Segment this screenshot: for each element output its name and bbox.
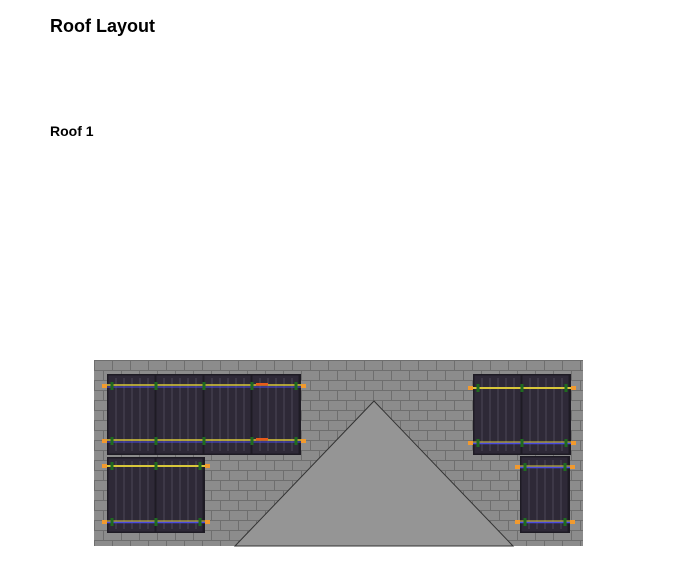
rail-end-cap xyxy=(515,465,520,469)
mounting-rail xyxy=(102,437,306,445)
mid-clamp xyxy=(520,439,524,447)
mid-clamp xyxy=(110,462,114,470)
solar-panel xyxy=(155,374,204,455)
mid-clamp xyxy=(110,382,114,390)
rail-end-cap xyxy=(301,439,306,443)
mid-clamp xyxy=(198,518,202,526)
roof-section-title: Roof 1 xyxy=(50,123,94,139)
rail-end-cap xyxy=(468,441,473,445)
mid-clamp xyxy=(110,518,114,526)
rail-end-cap xyxy=(205,520,210,524)
rail-end-cap xyxy=(571,441,576,445)
mid-clamp xyxy=(154,462,158,470)
mounting-rail xyxy=(468,384,576,392)
mid-clamp xyxy=(154,437,158,445)
bottom-right-array xyxy=(515,456,575,533)
mounting-rail xyxy=(515,518,575,526)
mounting-rail xyxy=(102,462,210,470)
mid-clamp xyxy=(250,382,254,390)
mid-clamp xyxy=(154,382,158,390)
mid-clamp xyxy=(564,439,568,447)
rail-end-cap xyxy=(301,384,306,388)
mid-clamp xyxy=(563,518,567,526)
mid-clamp xyxy=(294,437,298,445)
rail-end-cap xyxy=(102,520,107,524)
bottom-left-array xyxy=(102,457,210,533)
mid-clamp xyxy=(523,518,527,526)
mid-clamp xyxy=(198,462,202,470)
rail-end-cap xyxy=(102,439,107,443)
rail-end-cap xyxy=(570,520,575,524)
rail-end-cap xyxy=(468,386,473,390)
mounting-rail xyxy=(102,382,306,390)
mounting-rail xyxy=(468,439,576,447)
mid-clamp xyxy=(154,518,158,526)
solar-panel xyxy=(107,374,156,455)
mid-clamp xyxy=(250,437,254,445)
mid-clamp xyxy=(202,437,206,445)
solar-panel xyxy=(520,456,569,533)
mid-clamp xyxy=(563,463,567,471)
solar-panel xyxy=(251,374,300,455)
rail-end-cap xyxy=(570,465,575,469)
solar-panel xyxy=(203,374,252,455)
top-left-array xyxy=(102,374,306,455)
mounting-rail xyxy=(515,463,575,471)
rail-end-cap xyxy=(571,386,576,390)
top-right-array xyxy=(468,374,576,455)
rail-splice xyxy=(256,438,268,441)
mid-clamp xyxy=(110,437,114,445)
rail-splice xyxy=(256,383,268,386)
rail-end-cap xyxy=(102,384,107,388)
mid-clamp xyxy=(476,384,480,392)
mid-clamp xyxy=(520,384,524,392)
mid-clamp xyxy=(523,463,527,471)
mid-clamp xyxy=(294,382,298,390)
mid-clamp xyxy=(202,382,206,390)
solar-panel xyxy=(107,457,156,533)
solar-panel xyxy=(155,457,204,533)
mid-clamp xyxy=(564,384,568,392)
mid-clamp xyxy=(476,439,480,447)
mounting-rail xyxy=(102,518,210,526)
page-title: Roof Layout xyxy=(50,16,155,36)
rail-end-cap xyxy=(102,464,107,468)
rail-end-cap xyxy=(205,464,210,468)
roof-obstruction-triangle xyxy=(233,400,515,547)
rail-end-cap xyxy=(515,520,520,524)
